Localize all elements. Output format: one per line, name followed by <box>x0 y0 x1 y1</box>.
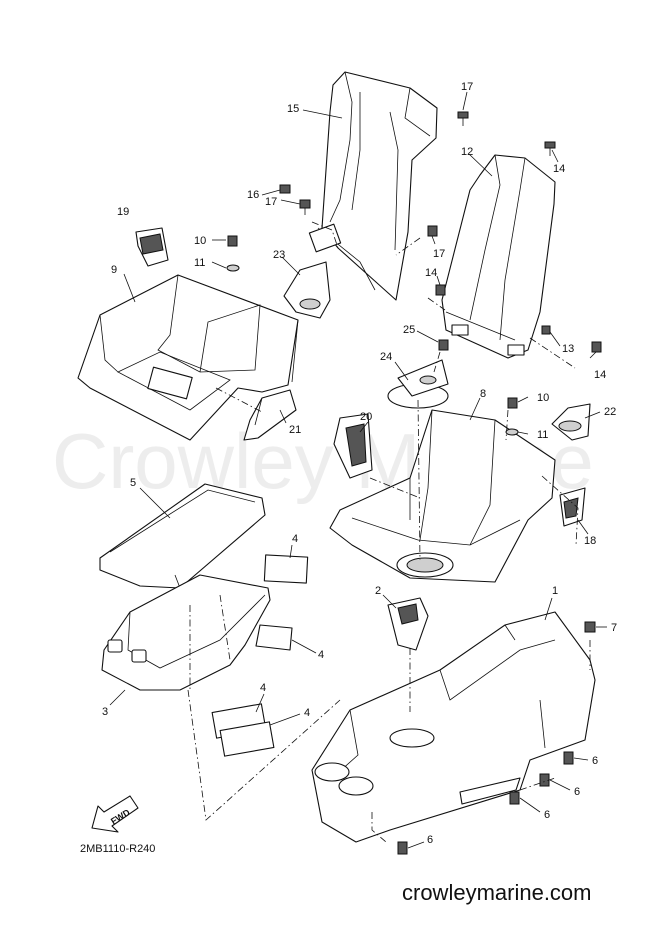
callout-4c: 4 <box>260 682 266 694</box>
callout-7: 7 <box>611 622 617 634</box>
callout-11a: 11 <box>194 257 205 269</box>
callout-21: 21 <box>289 424 301 436</box>
callout-10a: 10 <box>194 235 206 247</box>
callout-24: 24 <box>380 351 392 363</box>
part-3-storage-box <box>101 574 271 691</box>
bolt-14a <box>544 141 556 156</box>
fwd-arrow-icon: FWD <box>91 795 139 833</box>
bolt-10a <box>227 235 238 247</box>
callout-5: 5 <box>130 477 136 489</box>
callout-10b: 10 <box>537 392 549 404</box>
callout-14c: 14 <box>594 369 606 381</box>
callout-1: 1 <box>552 585 558 597</box>
callout-14b: 14 <box>425 267 437 279</box>
bolt-14b <box>435 284 446 296</box>
callout-6b: 6 <box>574 786 580 798</box>
callout-4d: 4 <box>304 707 310 719</box>
callout-13: 13 <box>562 343 574 355</box>
callout-9: 9 <box>111 264 117 276</box>
part-8-center-tray <box>329 409 556 583</box>
callout-12: 12 <box>461 146 473 158</box>
part-9-storage-tray <box>77 274 299 441</box>
bolt-6d <box>397 841 408 855</box>
callout-6a: 6 <box>592 755 598 767</box>
diagram-code: 2MB1110-R240 <box>80 843 155 855</box>
callout-6d: 6 <box>427 834 433 846</box>
callout-14a: 14 <box>553 163 565 175</box>
part-23-cup <box>283 261 331 319</box>
callout-15: 15 <box>287 103 299 115</box>
callout-4a: 4 <box>292 533 298 545</box>
washer-11b <box>505 428 519 436</box>
bolt-7 <box>584 621 596 633</box>
part-19-clip <box>135 227 169 267</box>
bolt-6c <box>509 791 520 805</box>
callout-16: 16 <box>247 189 259 201</box>
part-18-clip <box>559 487 586 527</box>
callout-11b: 11 <box>537 429 548 441</box>
bolt-17c <box>427 225 438 237</box>
callout-22: 22 <box>604 406 616 418</box>
callout-2: 2 <box>375 585 381 597</box>
part-5-lid <box>99 483 266 589</box>
part-1-console <box>311 611 596 843</box>
bolt-13 <box>541 325 551 335</box>
callout-25: 25 <box>403 324 415 336</box>
washer-11a <box>226 264 240 272</box>
callout-6c: 6 <box>544 809 550 821</box>
part-22-cup <box>551 403 591 441</box>
callout-8: 8 <box>480 388 486 400</box>
leader-lines <box>109 91 607 849</box>
part-2-knob <box>387 597 429 651</box>
callout-23: 23 <box>273 249 285 261</box>
part-21-bracket <box>243 389 297 441</box>
part-4-pads <box>211 554 309 757</box>
part-15-side-panel <box>308 71 438 301</box>
part-20-bracket <box>333 413 373 479</box>
callout-20: 20 <box>360 411 372 423</box>
callout-18: 18 <box>584 535 596 547</box>
clip-16 <box>279 184 291 194</box>
bolt-6b <box>539 773 550 787</box>
website-label: crowleymarine.com <box>402 880 592 905</box>
callout-labels: 17 15 12 14 16 17 19 10 23 17 11 9 14 25… <box>102 81 617 846</box>
bolt-10b <box>507 397 518 409</box>
screw-25 <box>438 339 449 351</box>
part-12-side-panel <box>441 154 556 359</box>
callout-17a: 17 <box>461 81 473 93</box>
bolt-17b <box>299 199 311 215</box>
part-24-cup-holder <box>387 359 449 409</box>
callout-4b: 4 <box>318 649 324 661</box>
bolt-14c <box>591 341 602 353</box>
callout-17b: 17 <box>265 196 277 208</box>
callout-17c: 17 <box>433 248 445 260</box>
callout-3: 3 <box>102 706 108 718</box>
bolt-17a <box>457 111 469 126</box>
bolt-6a <box>563 751 574 765</box>
callout-19: 19 <box>117 206 129 218</box>
